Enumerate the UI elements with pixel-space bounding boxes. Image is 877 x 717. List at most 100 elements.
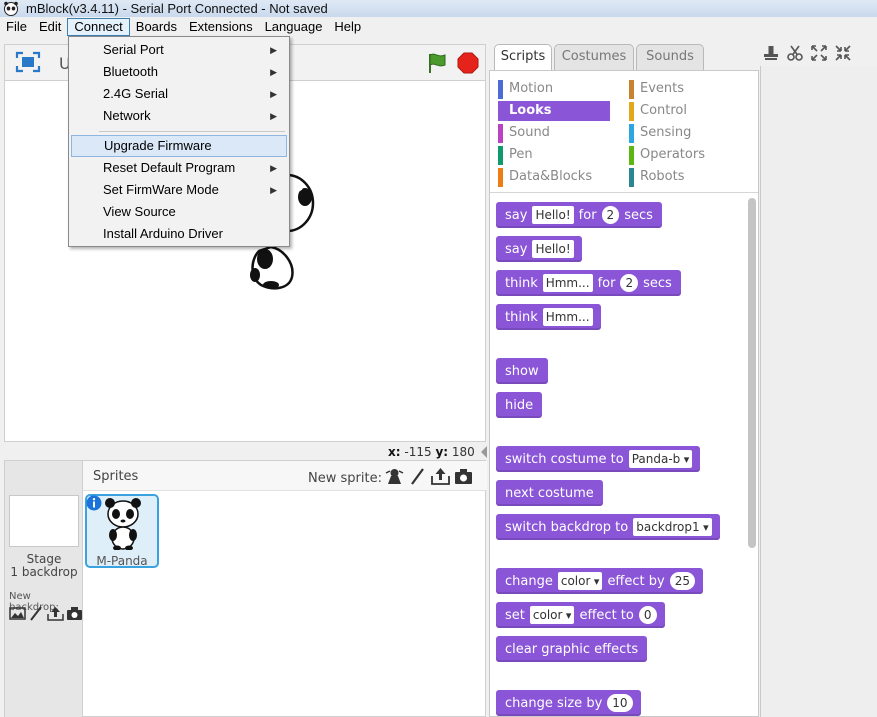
scripts-canvas[interactable] <box>760 66 877 717</box>
shrink-icon[interactable] <box>834 44 852 62</box>
menu-item-upgrade-firmware[interactable]: Upgrade Firmware <box>71 135 287 157</box>
camera-backdrop-icon[interactable] <box>66 606 83 621</box>
category-operators[interactable]: Operators <box>629 145 741 165</box>
block-dropdown[interactable]: color <box>529 606 575 624</box>
block-text-input[interactable]: Hmm... <box>542 274 593 292</box>
grow-icon[interactable] <box>810 44 828 62</box>
category-looks[interactable]: Looks <box>498 101 610 121</box>
menu-file[interactable]: File <box>6 18 27 34</box>
cursor-tools <box>760 44 877 66</box>
submenu-arrow-icon: ▶ <box>270 67 277 77</box>
block-dropdown[interactable]: backdrop1 <box>633 518 712 536</box>
menu-item-view-source[interactable]: View Source <box>71 201 287 223</box>
new-backdrop-label: New backdrop: <box>9 591 59 613</box>
duplicate-stamp-icon[interactable] <box>762 44 780 62</box>
menu-item-24g-serial[interactable]: 2.4G Serial▶ <box>71 83 287 105</box>
palette-scrollbar[interactable] <box>748 194 756 614</box>
menu-connect[interactable]: Connect <box>67 18 130 36</box>
category-label: Data&Blocks <box>509 169 593 184</box>
block-next-costume[interactable]: next costume <box>496 480 603 506</box>
collapse-stage-icon[interactable] <box>480 445 488 459</box>
delete-scissors-icon[interactable] <box>786 44 804 62</box>
block-number-input[interactable]: 0 <box>638 606 657 624</box>
sprite-tile-m-panda[interactable]: M-Panda <box>85 494 159 568</box>
block-number-input[interactable]: 2 <box>620 274 639 292</box>
block-text: secs <box>643 275 672 291</box>
category-robots[interactable]: Robots <box>629 167 741 187</box>
block-say[interactable]: say Hello! <box>496 236 582 262</box>
presentation-mode-icon[interactable] <box>15 51 41 73</box>
menu-help[interactable]: Help <box>334 18 362 34</box>
block-dropdown[interactable]: color <box>557 572 603 590</box>
block-think[interactable]: think Hmm... <box>496 304 601 330</box>
category-sound[interactable]: Sound <box>498 123 610 143</box>
category-color-swatch <box>629 146 634 165</box>
paint-sprite-icon[interactable] <box>408 467 427 485</box>
menu-item-label: Upgrade Firmware <box>104 138 212 153</box>
menu-item-reset-default-program[interactable]: Reset Default Program▶ <box>71 157 287 179</box>
green-flag-icon[interactable] <box>425 51 449 75</box>
block-change-size[interactable]: change size by 10 <box>496 690 641 716</box>
stage-thumbnail[interactable] <box>9 495 79 547</box>
tab-sounds[interactable]: Sounds <box>636 44 704 70</box>
block-set-effect[interactable]: set color effect to 0 <box>496 602 665 628</box>
tab-costumes[interactable]: Costumes <box>554 44 634 70</box>
block-number-input[interactable]: 25 <box>669 572 695 590</box>
info-icon[interactable] <box>86 495 102 511</box>
category-pen[interactable]: Pen <box>498 145 610 165</box>
category-motion[interactable]: Motion <box>498 79 610 99</box>
menu-item-set-firmware-mode[interactable]: Set FirmWare Mode▶ <box>71 179 287 201</box>
block-say-for-secs[interactable]: say Hello! for 2 secs <box>496 202 662 228</box>
submenu-arrow-icon: ▶ <box>270 111 277 121</box>
menu-item-label: 2.4G Serial <box>103 86 169 101</box>
menu-boards[interactable]: Boards <box>135 18 177 34</box>
block-text: switch costume to <box>505 451 624 467</box>
window-title: mBlock(v3.4.11) - Serial Port Connected … <box>26 1 328 16</box>
menu-language[interactable]: Language <box>264 18 323 34</box>
block-clear-effects[interactable]: clear graphic effects <box>496 636 648 662</box>
submenu-arrow-icon: ▶ <box>270 45 277 55</box>
paint-backdrop-icon[interactable] <box>28 606 45 621</box>
block-text-input[interactable]: Hmm... <box>542 308 593 326</box>
tab-scripts[interactable]: Scripts <box>494 44 552 71</box>
category-color-swatch <box>498 124 503 143</box>
block-show[interactable]: show <box>496 358 548 384</box>
category-data-blocks[interactable]: Data&Blocks <box>498 167 610 187</box>
block-think-for-secs[interactable]: think Hmm... for 2 secs <box>496 270 681 296</box>
block-number-input[interactable]: 2 <box>601 206 620 224</box>
block-text: say <box>505 207 528 223</box>
block-text-input[interactable]: Hello! <box>532 240 574 258</box>
camera-sprite-icon[interactable] <box>454 467 473 485</box>
upload-sprite-icon[interactable] <box>431 467 450 485</box>
menu-extensions[interactable]: Extensions <box>188 18 253 34</box>
upload-backdrop-icon[interactable] <box>47 606 64 621</box>
category-color-swatch <box>498 168 503 187</box>
block-switch-backdrop[interactable]: switch backdrop to backdrop1 <box>496 514 720 540</box>
menu-item-serial-port[interactable]: Serial Port▶ <box>71 39 287 61</box>
menu-item-bluetooth[interactable]: Bluetooth▶ <box>71 61 287 83</box>
block-text-input[interactable]: Hello! <box>532 206 574 224</box>
block-switch-costume[interactable]: switch costume to Panda-b <box>496 446 701 472</box>
category-label: Events <box>640 81 685 96</box>
stop-icon[interactable] <box>457 52 479 74</box>
block-text: clear graphic effects <box>505 641 639 657</box>
palette-scrollbar-thumb[interactable] <box>748 198 756 548</box>
block-hide[interactable]: hide <box>496 392 543 418</box>
block-dropdown[interactable]: Panda-b <box>628 450 693 468</box>
category-sensing[interactable]: Sensing <box>629 123 741 143</box>
y-coord-value: 180 <box>451 445 475 459</box>
backdrop-from-library-icon[interactable] <box>9 606 26 621</box>
block-change-effect[interactable]: change color effect by 25 <box>496 568 703 594</box>
category-control[interactable]: Control <box>629 101 741 121</box>
category-events[interactable]: Events <box>629 79 741 99</box>
project-title[interactable]: U <box>59 54 71 73</box>
editor-tabs: Scripts Costumes Sounds <box>488 44 758 71</box>
menu-item-network[interactable]: Network▶ <box>71 105 287 127</box>
block-text: switch backdrop to <box>505 519 629 535</box>
sprite-from-library-icon[interactable] <box>385 467 404 485</box>
block-text: change size by <box>505 695 603 711</box>
menu-edit[interactable]: Edit <box>38 18 62 34</box>
menu-item-install-arduino-driver[interactable]: Install Arduino Driver <box>71 223 287 245</box>
block-number-input[interactable]: 10 <box>607 694 633 712</box>
menu-item-label: Reset Default Program <box>103 160 236 175</box>
